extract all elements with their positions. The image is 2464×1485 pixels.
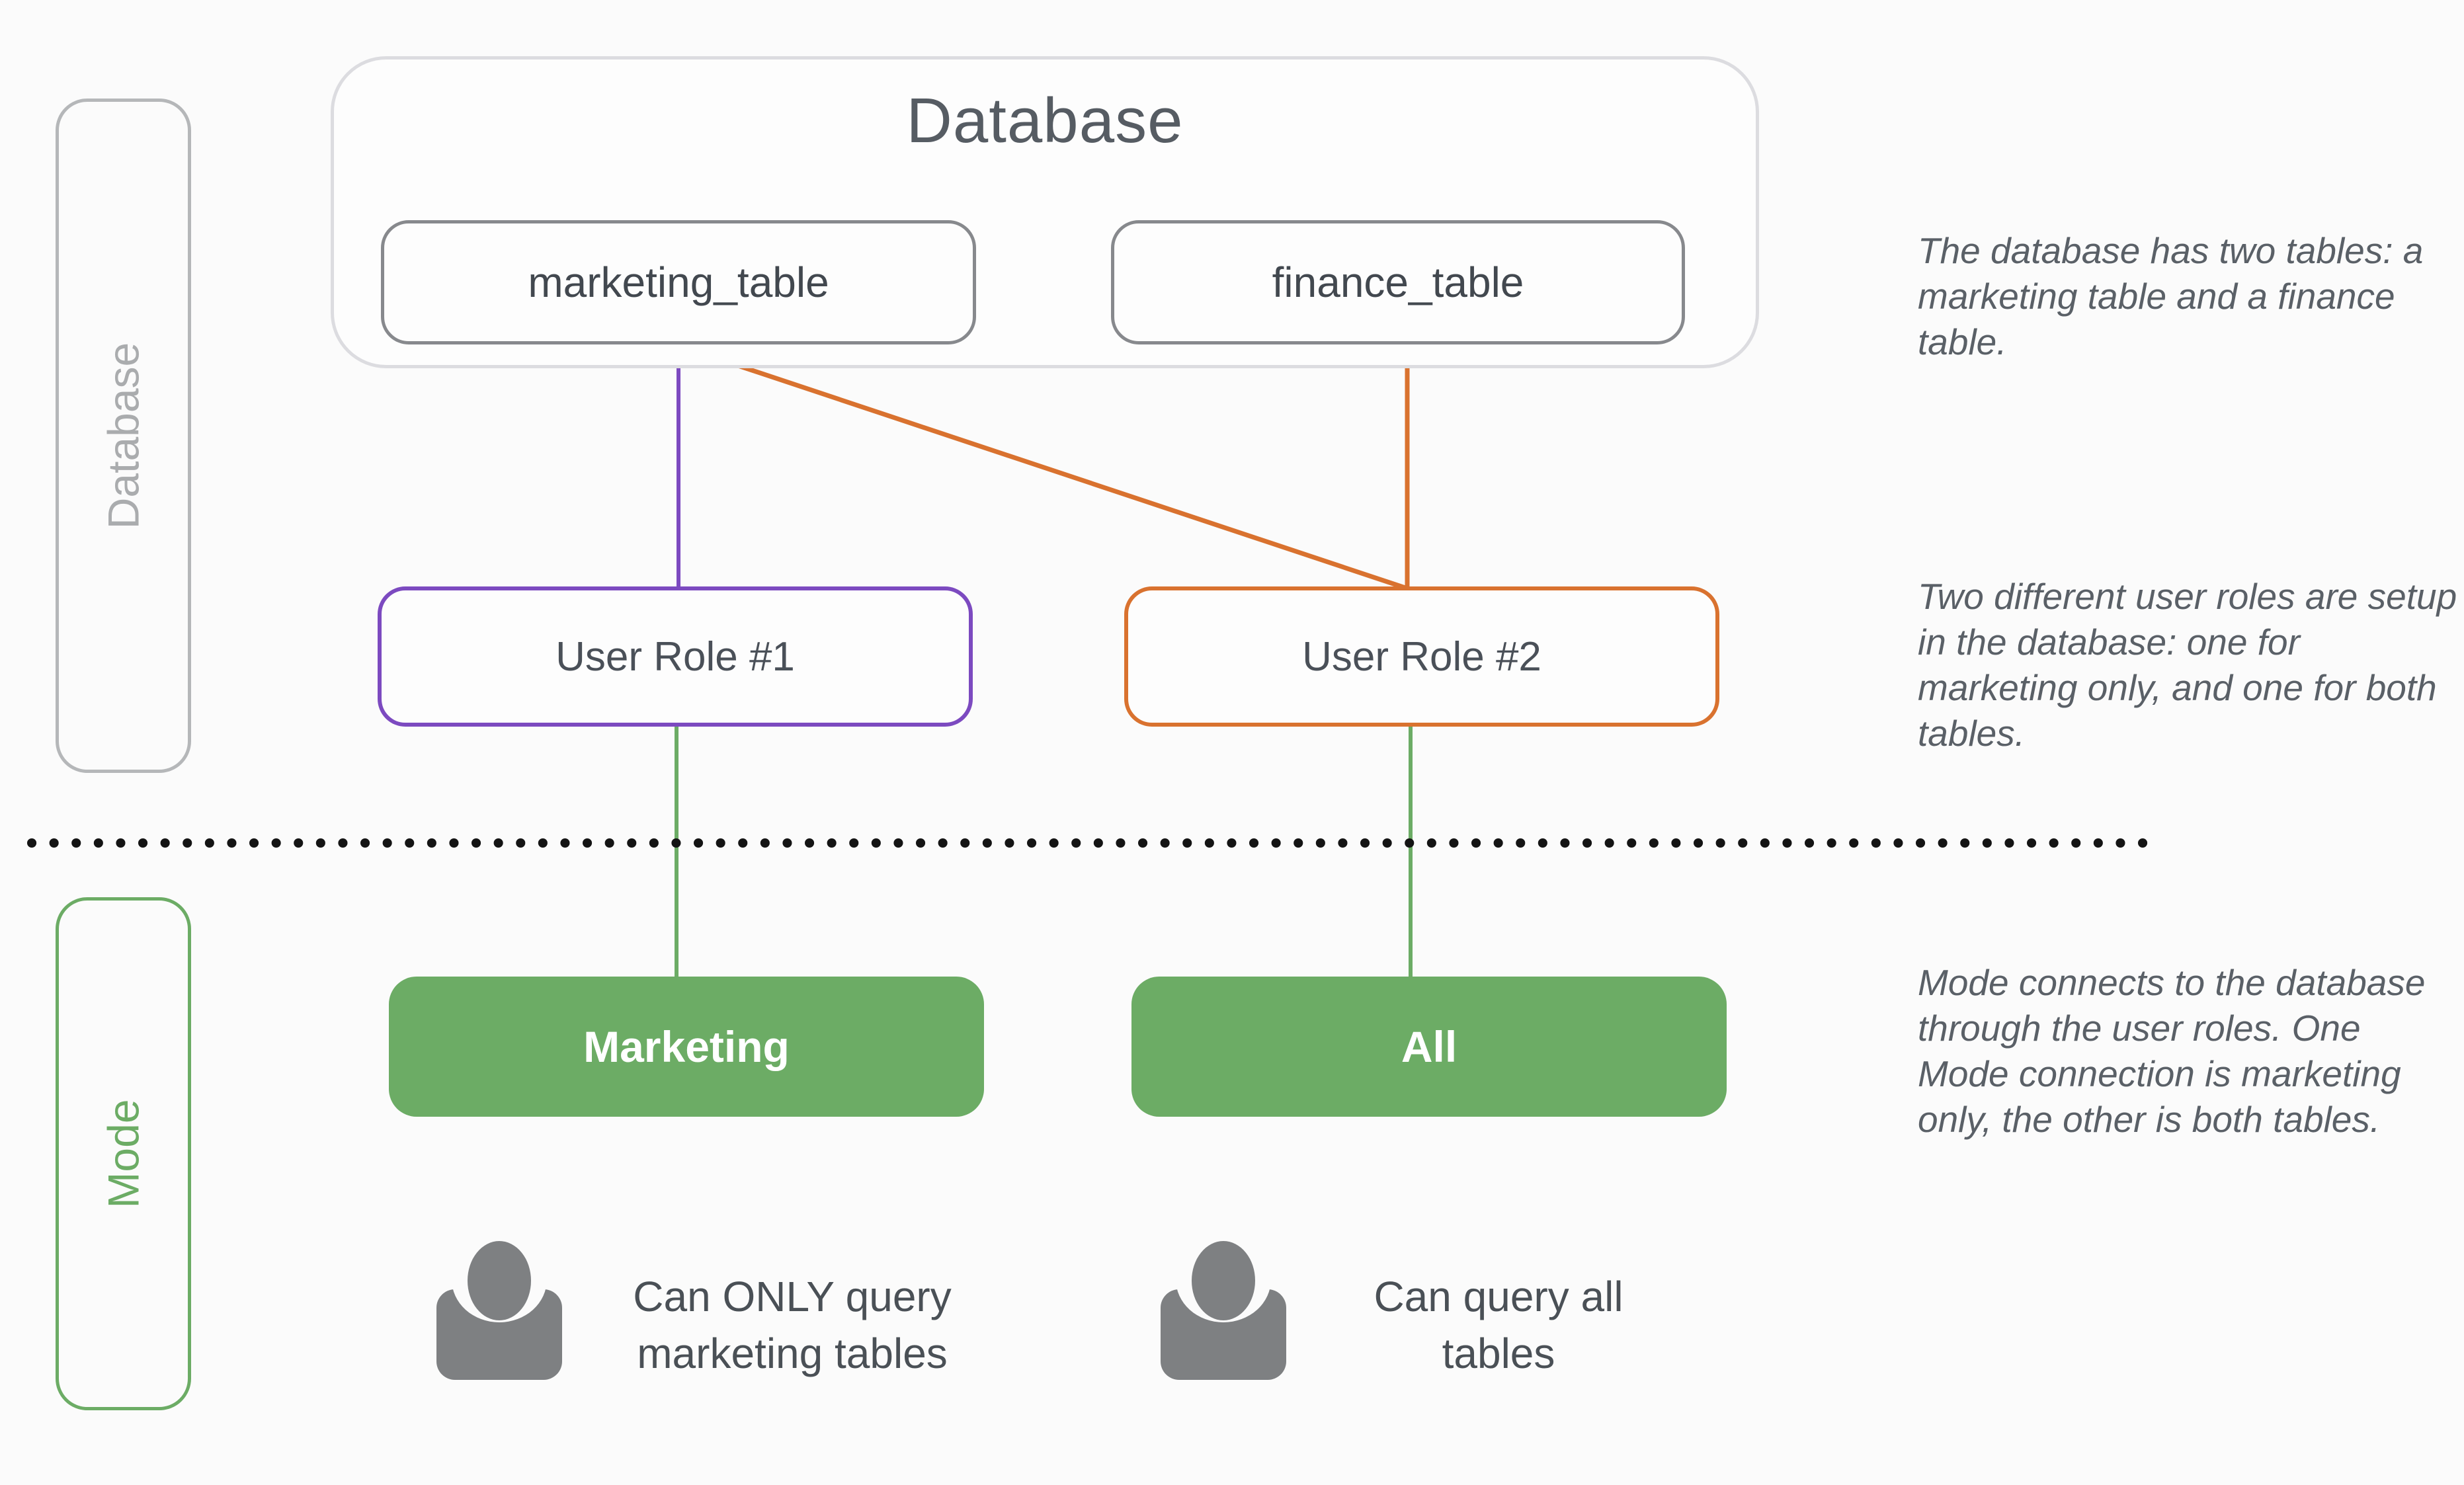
user-role-2-label: User Role #2: [1302, 633, 1541, 680]
marketing-table-box: marketing_table: [381, 220, 976, 344]
mode-connection-all-label: All: [1401, 1022, 1458, 1071]
user-role-1-box: User Role #1: [378, 586, 973, 727]
annotation-mode-connections: Mode connects to the database through th…: [1918, 962, 2426, 1140]
finance-table-label: finance_table: [1272, 259, 1524, 306]
mode-connection-all: All: [1131, 977, 1727, 1117]
mode-sidebar-label: Mode: [99, 1099, 148, 1209]
connector-marketing-to-role2: [681, 344, 1409, 591]
user-role-2-box: User Role #2: [1124, 586, 1719, 727]
annotation-user-roles: Two different user roles are setup in th…: [1918, 576, 2457, 754]
user-2-caption: Can query all tables: [1374, 1273, 1623, 1377]
mode-connection-marketing: Marketing: [389, 977, 984, 1117]
mode-section-sidebar: Mode: [56, 897, 191, 1410]
user-role-1-label: User Role #1: [555, 633, 795, 680]
annotation-tables: The database has two tables: a marketing…: [1918, 230, 2424, 362]
database-section-sidebar: Database: [56, 99, 191, 773]
finance-table-box: finance_table: [1111, 220, 1685, 344]
database-title: Database: [906, 85, 1184, 156]
database-sidebar-label: Database: [99, 342, 148, 530]
marketing-table-label: marketing_table: [528, 259, 829, 306]
user-person-icon: [436, 1240, 562, 1380]
user-1-caption: Can ONLY query marketing tables: [633, 1273, 952, 1377]
user-person-icon: [1161, 1240, 1286, 1380]
mode-connection-marketing-label: Marketing: [583, 1022, 790, 1071]
